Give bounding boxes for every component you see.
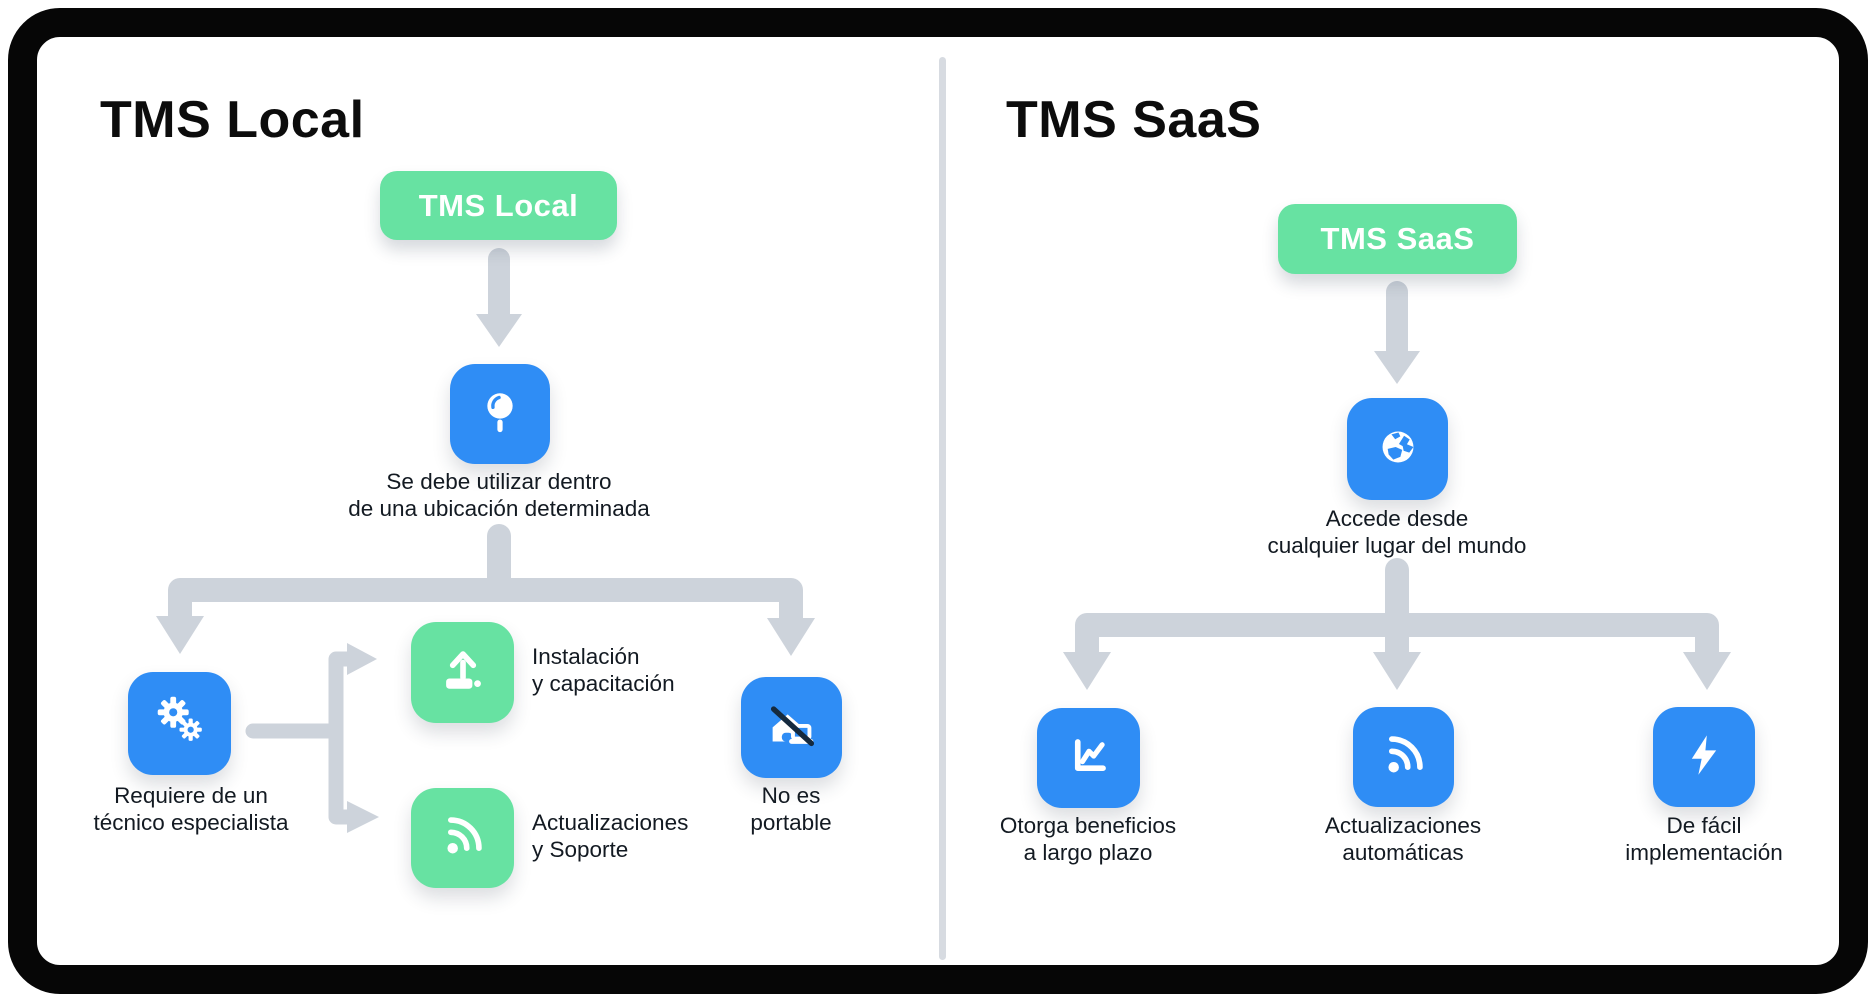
no-portable-icon: [761, 694, 823, 761]
local-root-arrow: [476, 248, 522, 347]
local-branch-upload-box: [411, 622, 514, 723]
rss-icon: [433, 806, 493, 871]
local-branch-noportable-label: No es portable: [750, 783, 832, 835]
globe-icon: [1368, 417, 1428, 482]
map-pin-icon: [470, 382, 530, 447]
local-branch-noportable-box: [741, 677, 842, 778]
saas-branch-lightning-label: De fácil implementación: [1625, 813, 1783, 865]
line-chart-icon: [1059, 726, 1119, 791]
local-branch-bar: [156, 524, 815, 656]
saas-root-pill-label: TMS SaaS: [1320, 221, 1475, 256]
saas-branch-lightning-box: [1653, 707, 1755, 807]
saas-branch-rss-label: Actualizaciones automáticas: [1324, 813, 1482, 865]
panel-divider: [939, 57, 946, 960]
saas-branch-bar: [1063, 558, 1731, 690]
lightning-icon: [1674, 725, 1734, 790]
local-branch-gears-label: Requiere de un técnico especialista: [93, 783, 289, 835]
saas-branch-chart-label: Otorga beneficios a largo plazo: [999, 813, 1177, 865]
local-branch-gears-box: [128, 672, 231, 775]
local-elbow-connector: [245, 643, 379, 833]
local-root-pill-label: TMS Local: [418, 187, 579, 223]
local-branch-rss-box: [411, 788, 514, 888]
local-branch-upload-label: Instalación y capacitación: [532, 644, 675, 696]
upload-icon: [433, 640, 493, 705]
saas-branch-rss-box: [1353, 707, 1454, 807]
saas-hub-label: Accede desde cualquier lugar del mundo: [1267, 506, 1527, 558]
saas-branch-chart-box: [1037, 708, 1140, 808]
saas-hub-box: [1347, 398, 1448, 500]
local-root-pill: TMS Local: [380, 171, 617, 240]
rss-icon: [1374, 725, 1434, 790]
local-hub-box: [450, 364, 550, 464]
gears-icon: [149, 690, 211, 757]
local-panel-title: TMS Local: [100, 91, 365, 149]
saas-root-pill: TMS SaaS: [1278, 204, 1517, 274]
saas-root-arrow: [1374, 281, 1420, 384]
local-branch-rss-label: Actualizaciones y Soporte: [532, 810, 689, 862]
local-hub-label: Se debe utilizar dentro de una ubicación…: [348, 469, 650, 521]
saas-panel-title: TMS SaaS: [1006, 91, 1262, 149]
